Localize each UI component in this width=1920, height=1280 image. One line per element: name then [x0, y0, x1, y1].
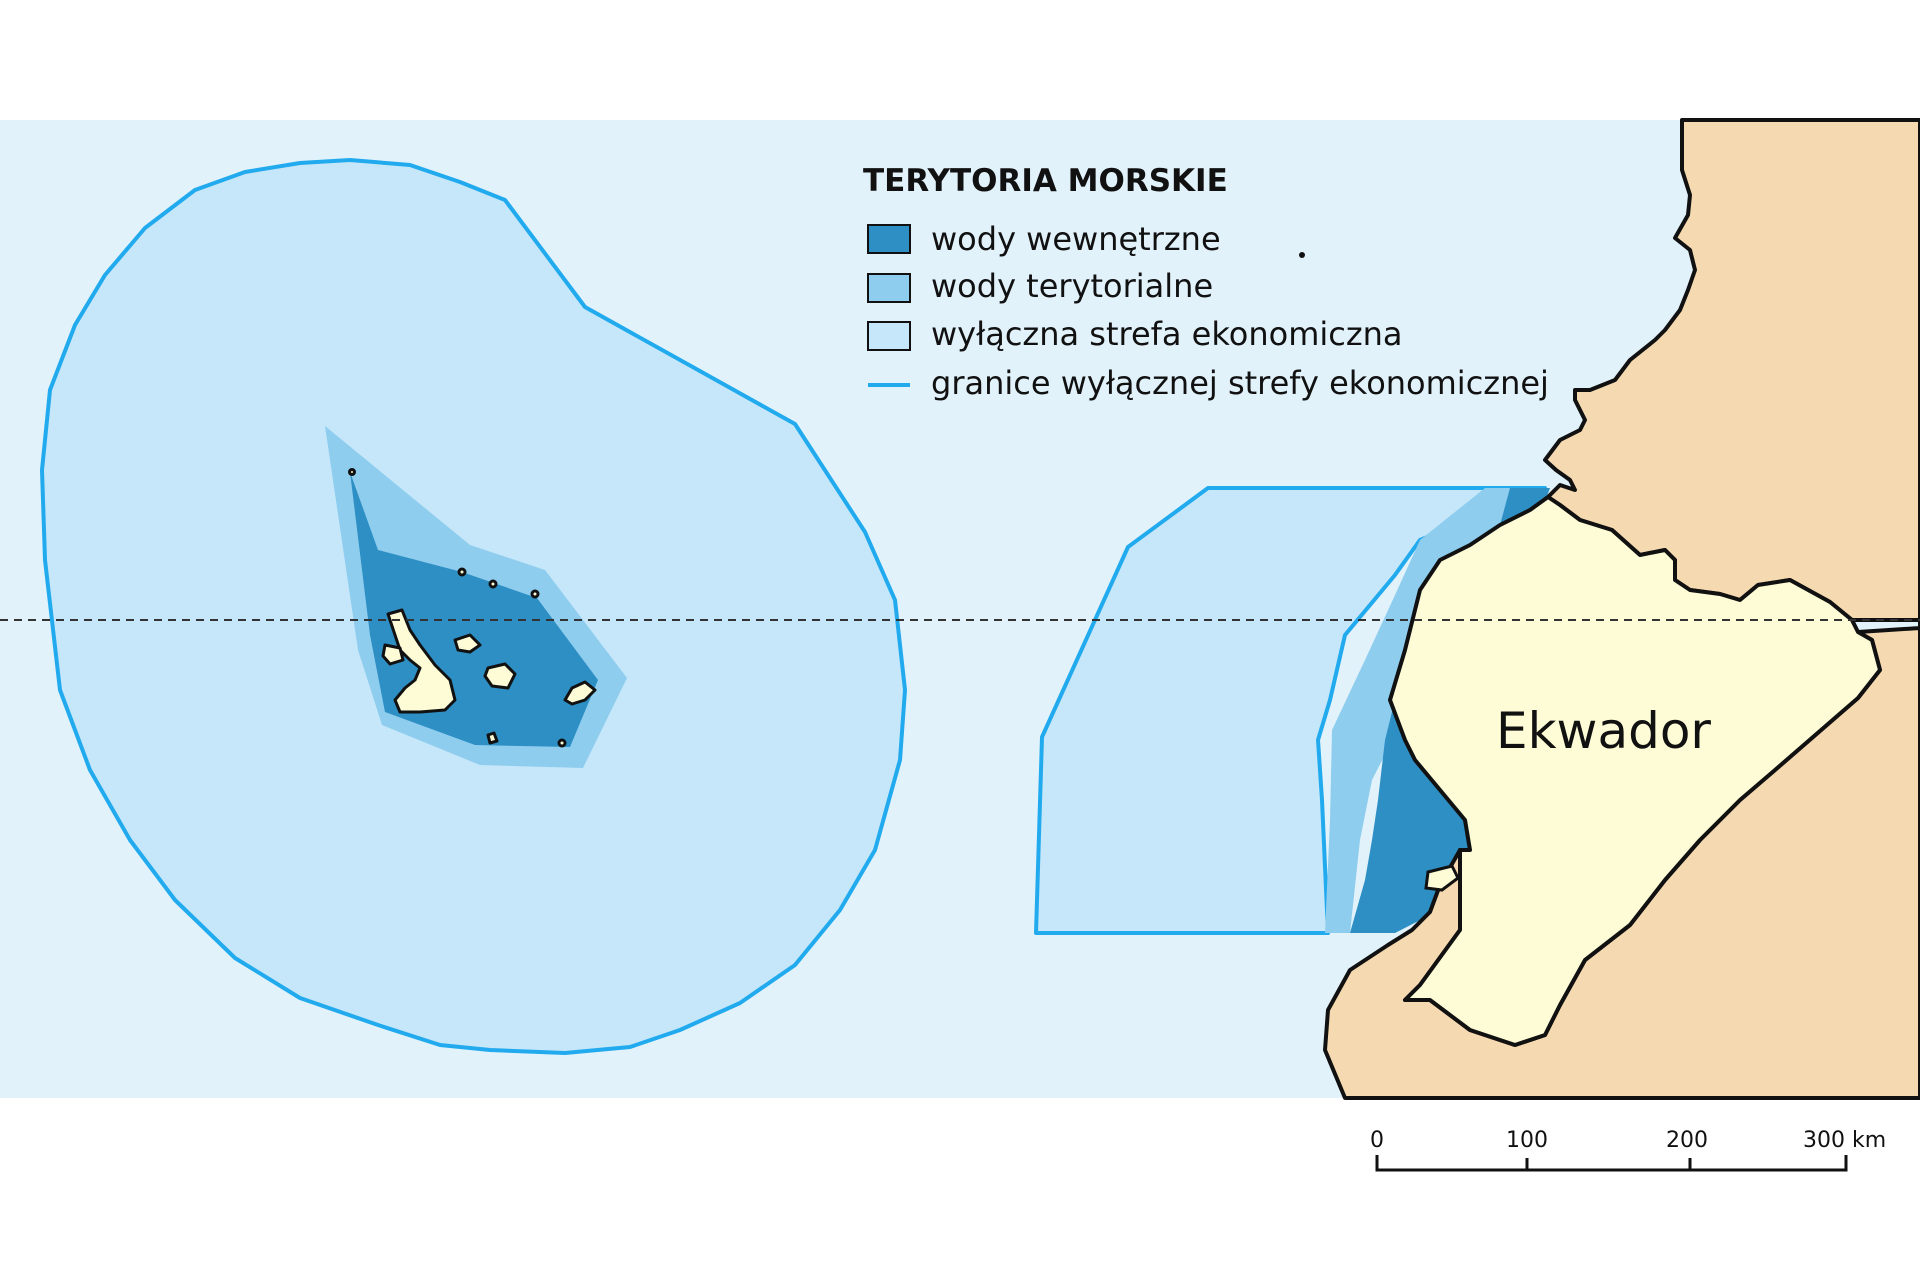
scale-tick-100: 100: [1506, 1128, 1548, 1153]
island-isabela: [386, 608, 457, 714]
island-marchena: [488, 579, 498, 589]
legend-item-eez-boundary: granice wyłącznej strefy ekonomicznej: [931, 364, 1549, 402]
swatch-territorial-waters: [867, 273, 911, 303]
scale-bar-line: [1375, 1155, 1848, 1172]
legend-title: TERYTORIA MORSKIE: [863, 163, 1228, 199]
island-san-cristobal: [563, 680, 597, 706]
small-island-dot: [1299, 252, 1305, 258]
island-espanola: [486, 731, 499, 745]
island-genovesa: [530, 589, 540, 599]
scale-tick-0: 0: [1370, 1128, 1384, 1153]
legend: TERYTORIA MORSKIE wody wewnętrzne wody t…: [863, 163, 1549, 402]
scale-tick-300: 300 km: [1803, 1128, 1886, 1153]
island-darwin: [348, 468, 356, 476]
legend-item-eez: wyłączna strefa ekonomiczna: [931, 315, 1403, 353]
island-pinta: [457, 567, 467, 577]
scale-tick-200: 200: [1666, 1128, 1708, 1153]
island-fernandina: [381, 643, 405, 666]
galapagos-islands: [348, 468, 597, 748]
galapagos-internal-waters: [350, 472, 598, 747]
ecuador-land: [1388, 495, 1882, 1047]
swatch-internal-waters: [867, 224, 911, 254]
legend-item-territorial-waters: wody terytorialne: [931, 267, 1213, 305]
island-floreana: [557, 738, 567, 748]
country-label-ecuador: Ekwador: [1496, 702, 1711, 760]
mainland-internal-waters: [1350, 488, 1550, 933]
island-santa-cruz: [483, 662, 517, 690]
swatch-eez: [867, 321, 911, 351]
island-santiago: [453, 633, 482, 654]
scale-bar: 0 100 200 300 km: [1370, 1128, 1886, 1172]
legend-item-internal-waters: wody wewnętrzne: [931, 220, 1221, 258]
puna-island: [1424, 864, 1460, 892]
